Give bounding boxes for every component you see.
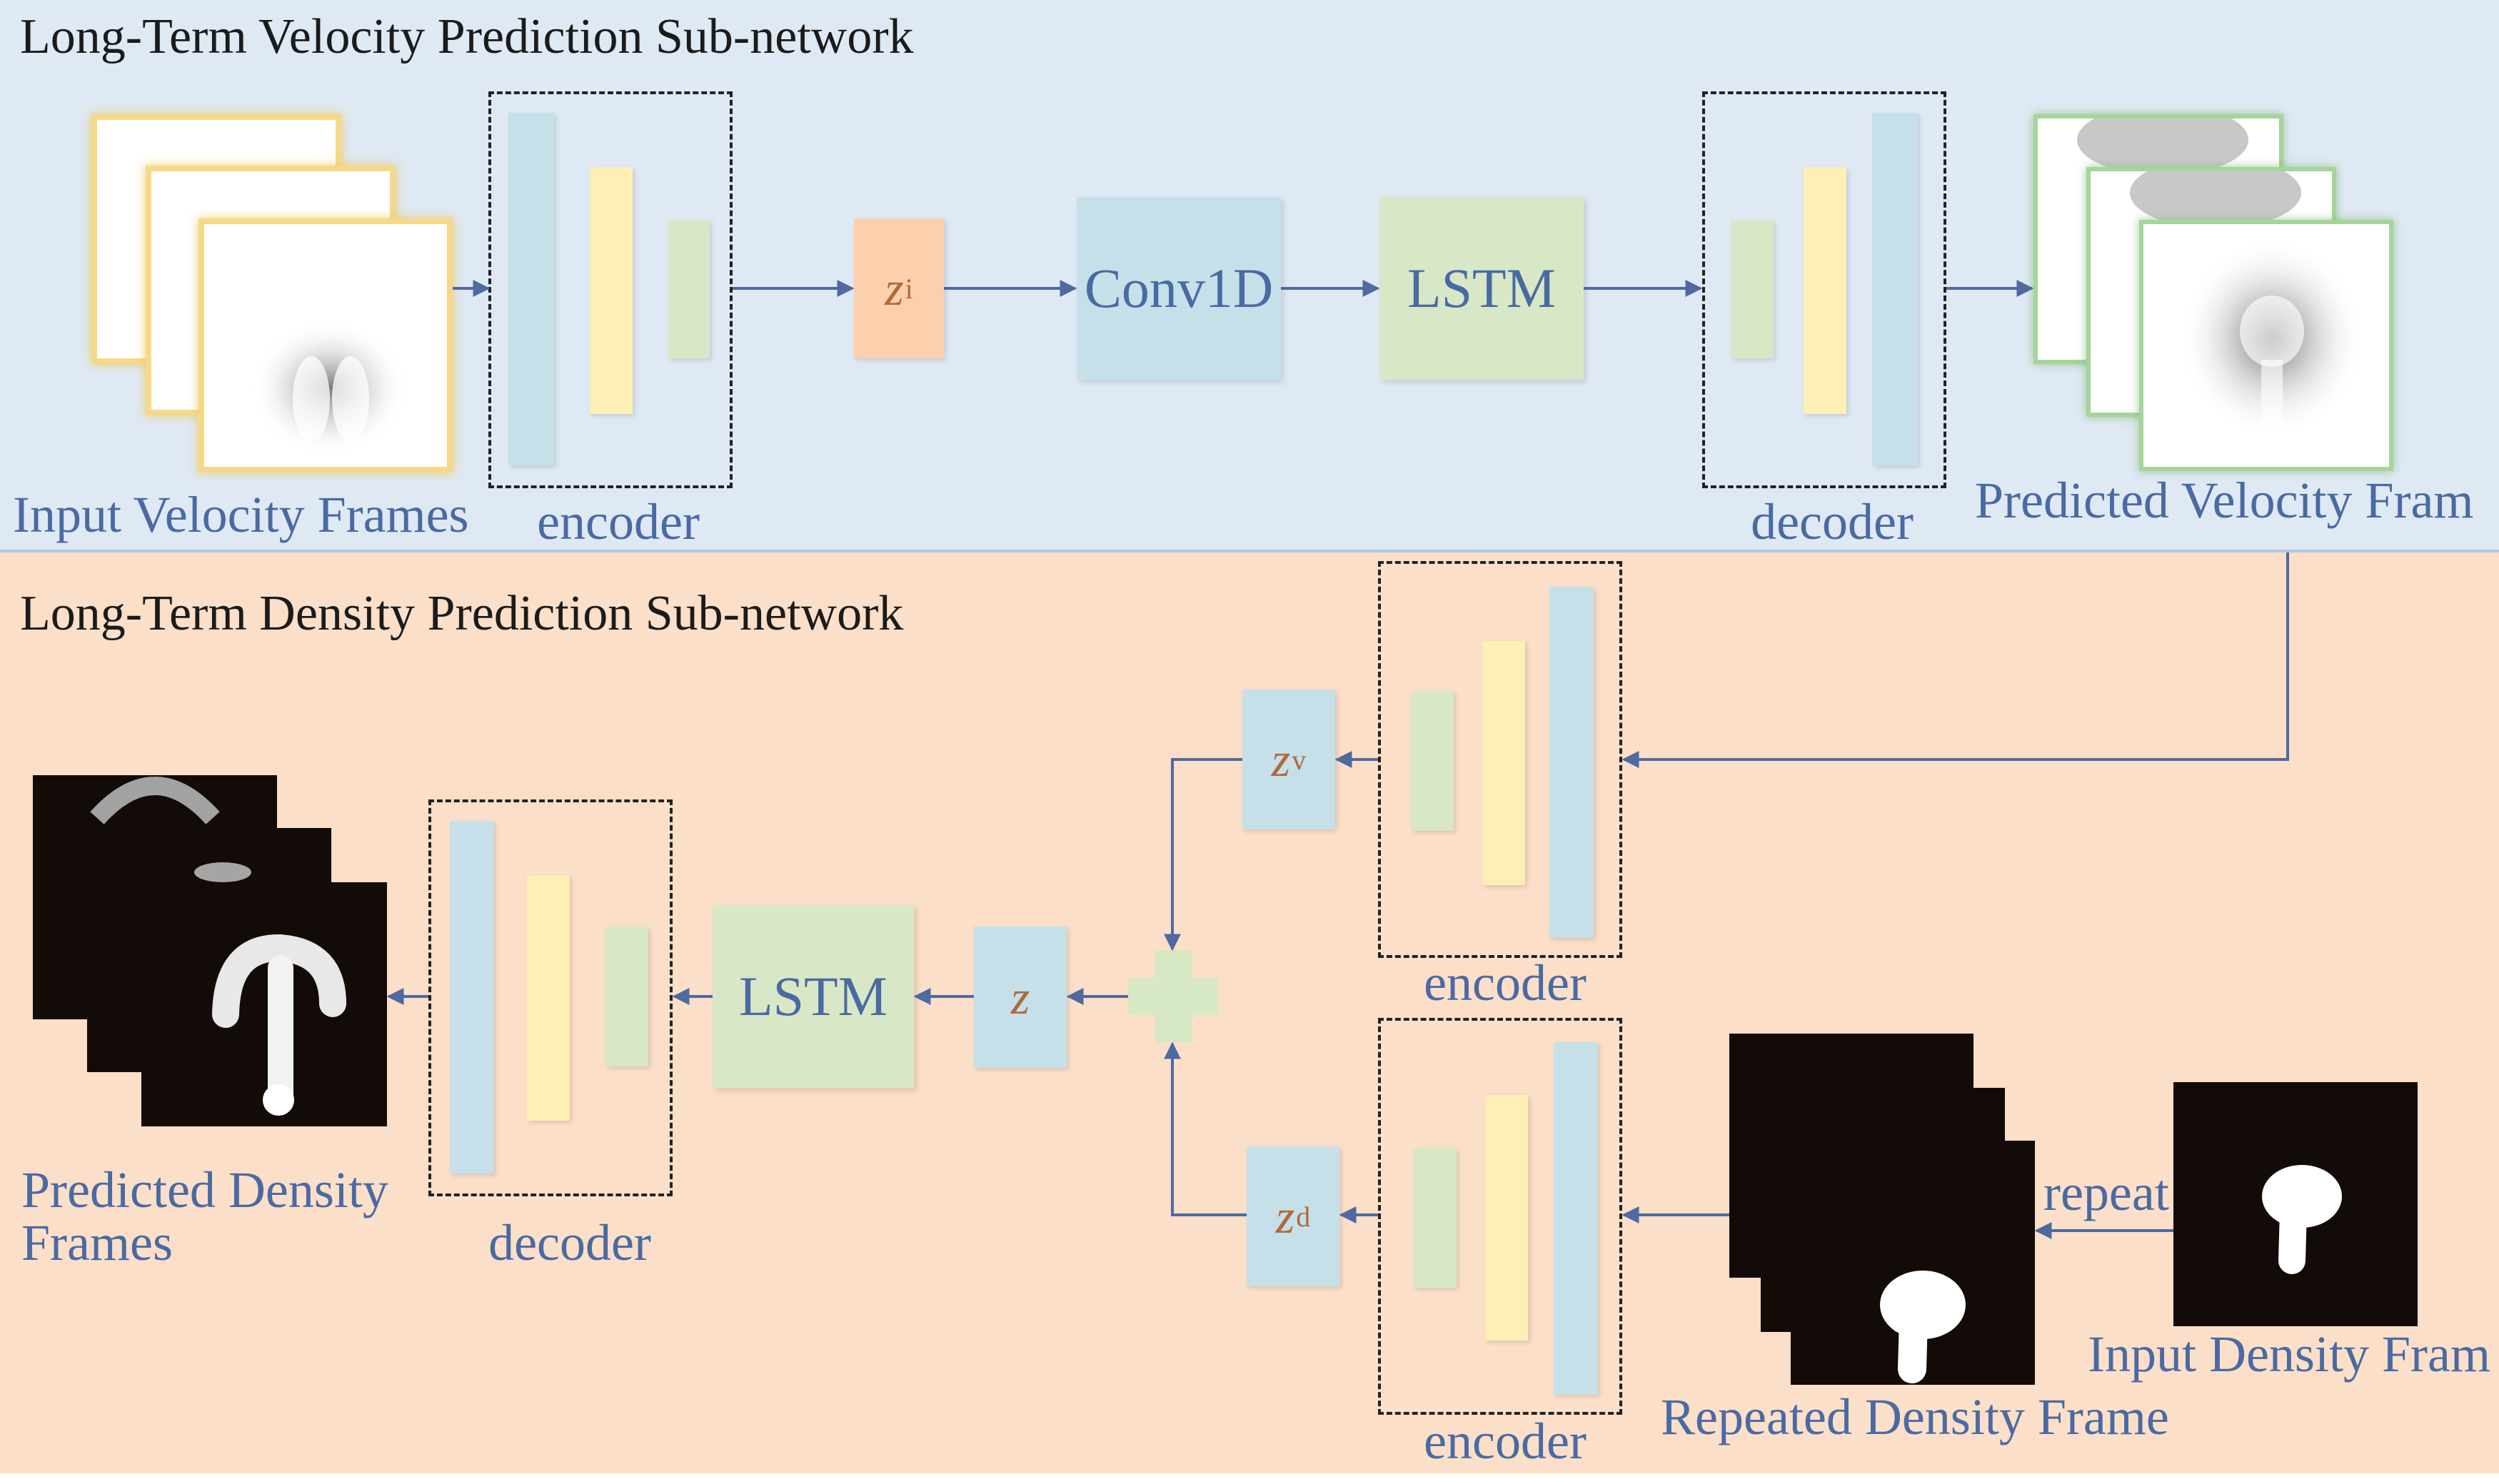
decoder-layer-1 bbox=[1731, 220, 1774, 358]
input-density-frame bbox=[2173, 1082, 2418, 1326]
latent-zi-subscript: i bbox=[905, 272, 913, 305]
decoder-layer-2 bbox=[1804, 167, 1846, 414]
top-decoder-box bbox=[1702, 91, 1946, 488]
density-encoder-box bbox=[1378, 1018, 1622, 1415]
density-encoder-layer-2 bbox=[1485, 1095, 1528, 1341]
predicted-velocity-frames-label: Predicted Velocity Fram bbox=[1975, 472, 2474, 529]
density-plume-image bbox=[212, 934, 346, 1116]
encoder-layer-1 bbox=[508, 113, 554, 465]
density-subnetwork-title: Long-Term Density Prediction Sub-network bbox=[20, 586, 904, 641]
arrow-velocity-to-encoder bbox=[1621, 552, 2289, 768]
encoder-layer-2 bbox=[590, 167, 633, 414]
density-encoder-layer-1 bbox=[1414, 1148, 1457, 1288]
repeated-density-frame-label: Repeated Density Frame bbox=[1661, 1388, 2169, 1445]
velocity-field-image bbox=[2077, 118, 2248, 176]
predicted-density-frames-label-line2: Frames bbox=[21, 1214, 173, 1271]
velocity-encoder-layer-1 bbox=[1411, 691, 1454, 831]
velocity-subnetwork-title: Long-Term Velocity Prediction Sub-networ… bbox=[20, 9, 914, 64]
velocity-encoder-box bbox=[1378, 561, 1622, 958]
velocity-field-image bbox=[2130, 171, 2301, 228]
conv1d-label: Conv1D bbox=[1084, 257, 1274, 319]
bottom-decoder-layer-2 bbox=[527, 875, 570, 1121]
arrow-zv-to-plus bbox=[1164, 758, 1242, 952]
predicted-density-frame bbox=[141, 882, 387, 1126]
latent-zd-symbol: z bbox=[1275, 1188, 1295, 1243]
top-decoder-label: decoder bbox=[1751, 493, 1914, 550]
decoder-layer-3 bbox=[1872, 113, 1918, 465]
velocity-field-image bbox=[251, 320, 408, 456]
density-plume-image bbox=[1880, 1271, 1966, 1383]
input-velocity-frames-label: Input Velocity Frames bbox=[13, 486, 469, 543]
input-density-frame-label: Input Density Fram bbox=[2088, 1326, 2490, 1383]
bottom-decoder-label: decoder bbox=[488, 1214, 651, 1271]
velocity-encoder-layer-2 bbox=[1482, 641, 1525, 885]
bottom-lstm-label: LSTM bbox=[738, 965, 888, 1027]
density-encoder-label: encoder bbox=[1424, 1413, 1587, 1470]
conv1d-block: Conv1D bbox=[1077, 197, 1281, 380]
velocity-encoder-label: encoder bbox=[1424, 954, 1587, 1011]
predicted-velocity-frame bbox=[2139, 220, 2393, 471]
density-plume-image bbox=[90, 777, 220, 824]
density-encoder-layer-3 bbox=[1554, 1042, 1598, 1395]
bottom-decoder-box bbox=[428, 799, 673, 1196]
bottom-lstm-block: LSTM bbox=[713, 905, 914, 1088]
predicted-density-frames-label-line1: Predicted Density bbox=[21, 1161, 388, 1218]
repeated-density-frame bbox=[1791, 1141, 2035, 1385]
top-lstm-label: LSTM bbox=[1407, 257, 1557, 319]
bottom-decoder-layer-3 bbox=[605, 927, 648, 1066]
top-lstm-block: LSTM bbox=[1379, 197, 1584, 380]
encoder-layer-3 bbox=[668, 220, 710, 358]
latent-zd-subscript: d bbox=[1296, 1200, 1311, 1233]
velocity-field-image bbox=[2179, 238, 2365, 438]
density-plume-image bbox=[194, 862, 251, 882]
top-encoder-label: encoder bbox=[537, 493, 700, 550]
latent-zi-symbol: z bbox=[885, 261, 904, 316]
latent-zv-subscript: v bbox=[1292, 743, 1307, 776]
repeat-label: repeat bbox=[2043, 1164, 2169, 1221]
latent-z: z bbox=[974, 927, 1067, 1068]
bottom-decoder-layer-1 bbox=[450, 821, 494, 1173]
arrow-zd-to-plus bbox=[1164, 1041, 1247, 1216]
latent-z-symbol: z bbox=[1010, 969, 1030, 1024]
latent-zv-symbol: z bbox=[1271, 732, 1291, 787]
input-velocity-frame bbox=[198, 218, 453, 473]
velocity-encoder-layer-3 bbox=[1549, 587, 1594, 938]
density-plume-image bbox=[2262, 1165, 2342, 1274]
